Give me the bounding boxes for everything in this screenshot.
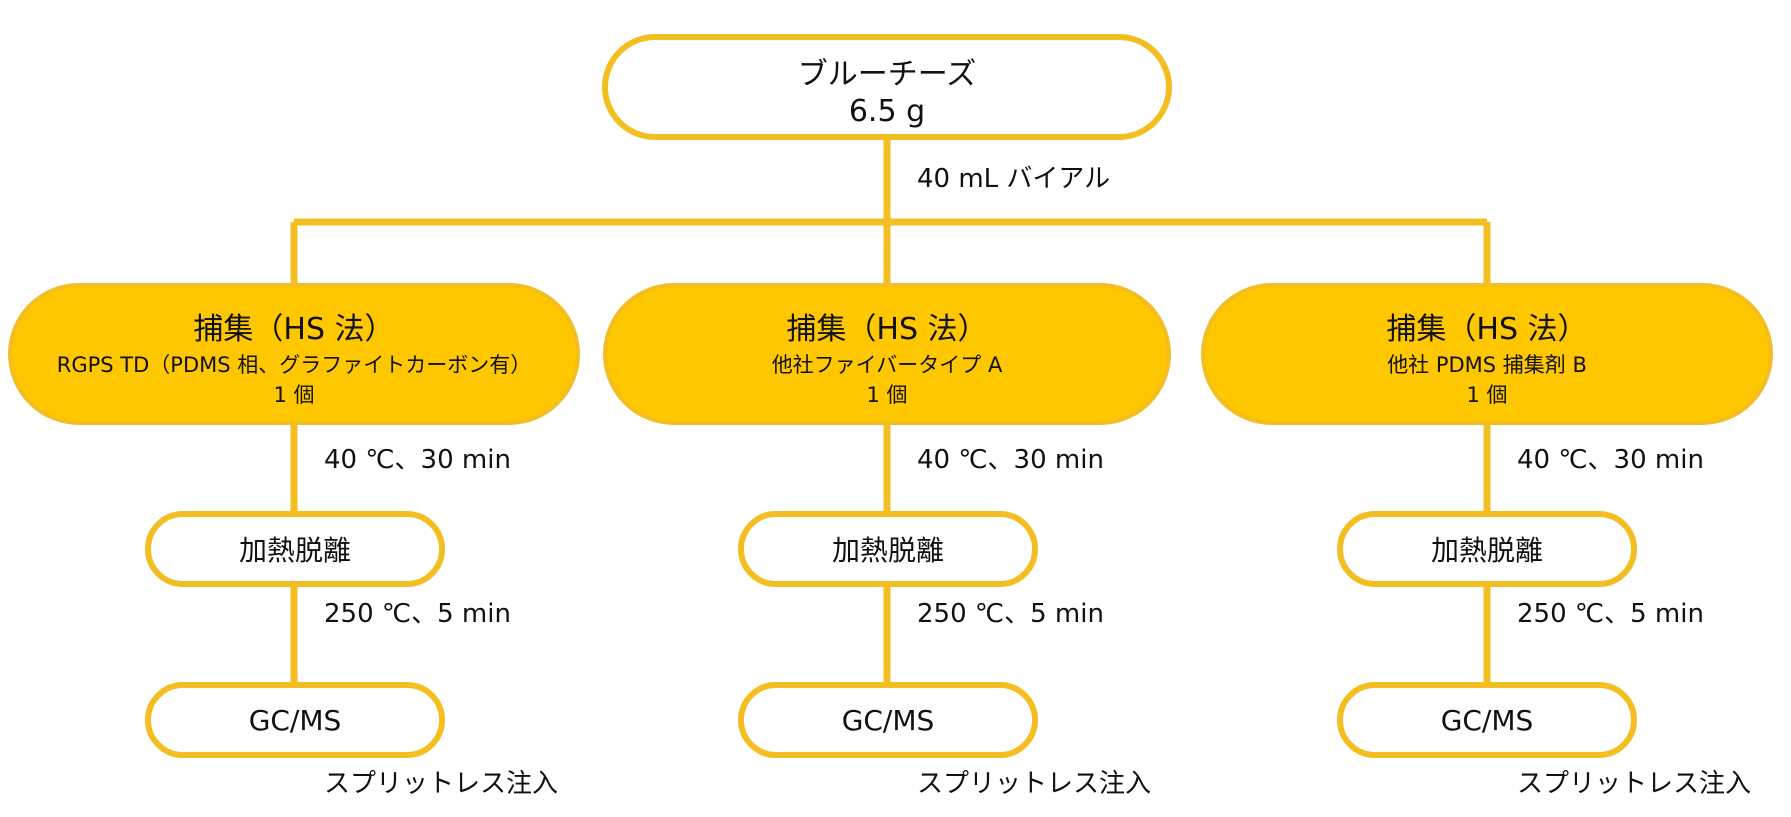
root-node: ブルーチーズ 6.5 g — [602, 34, 1172, 140]
desorption-node-3 — [1337, 511, 1637, 587]
root-title: ブルーチーズ — [798, 57, 977, 92]
analysis-node-1 — [145, 682, 445, 758]
capture-node-2 — [603, 283, 1171, 425]
capture-sub-1: RGPS TD（PDMS 相、グラファイトカーボン有） — [57, 353, 532, 377]
capture-node-1 — [8, 283, 580, 425]
desorption-node-1 — [145, 511, 445, 587]
capture-condition-3: 40 ℃、30 min — [1517, 445, 1704, 475]
connectors — [290, 138, 1491, 685]
desorption-label-3: 加熱脱離 — [1431, 534, 1543, 567]
injection-label-2: スプリットレス注入 — [917, 769, 1151, 799]
capture-title-3: 捕集（HS 法） — [1386, 312, 1587, 347]
capture-count-3: 1 個 — [1466, 383, 1507, 407]
injection-label-3: スプリットレス注入 — [1517, 769, 1751, 799]
desorption-label-2: 加熱脱離 — [832, 534, 944, 567]
desorption-node-2 — [738, 511, 1038, 587]
root-amount: 6.5 g — [849, 94, 925, 129]
capture-condition-1: 40 ℃、30 min — [324, 445, 511, 475]
desorption-condition-1: 250 ℃、5 min — [324, 599, 511, 629]
analysis-label-3: GC/MS — [1441, 704, 1534, 737]
branch-2: 捕集（HS 法） 他社ファイバータイプ A 1 個 40 ℃、30 min 加熱… — [603, 283, 1171, 799]
branch-3: 捕集（HS 法） 他社 PDMS 捕集剤 B 1 個 40 ℃、30 min 加… — [1201, 283, 1773, 799]
root-node-shape — [602, 34, 1172, 140]
capture-title-2: 捕集（HS 法） — [786, 312, 987, 347]
capture-node-3 — [1201, 283, 1773, 425]
desorption-condition-3: 250 ℃、5 min — [1517, 599, 1704, 629]
capture-title-1: 捕集（HS 法） — [193, 312, 394, 347]
capture-sub-2: 他社ファイバータイプ A — [772, 353, 1003, 377]
desorption-condition-2: 250 ℃、5 min — [917, 599, 1104, 629]
analysis-label-2: GC/MS — [842, 704, 935, 737]
capture-count-1: 1 個 — [273, 383, 314, 407]
capture-sub-3: 他社 PDMS 捕集剤 B — [1387, 353, 1587, 377]
capture-count-2: 1 個 — [866, 383, 907, 407]
desorption-label-1: 加熱脱離 — [239, 534, 351, 567]
vial-label: 40 mL バイアル — [917, 164, 1110, 194]
analysis-node-2 — [738, 682, 1038, 758]
injection-label-1: スプリットレス注入 — [324, 769, 558, 799]
branch-1: 捕集（HS 法） RGPS TD（PDMS 相、グラファイトカーボン有） 1 個… — [8, 283, 580, 799]
analysis-node-3 — [1337, 682, 1637, 758]
capture-condition-2: 40 ℃、30 min — [917, 445, 1104, 475]
analysis-label-1: GC/MS — [249, 704, 342, 737]
